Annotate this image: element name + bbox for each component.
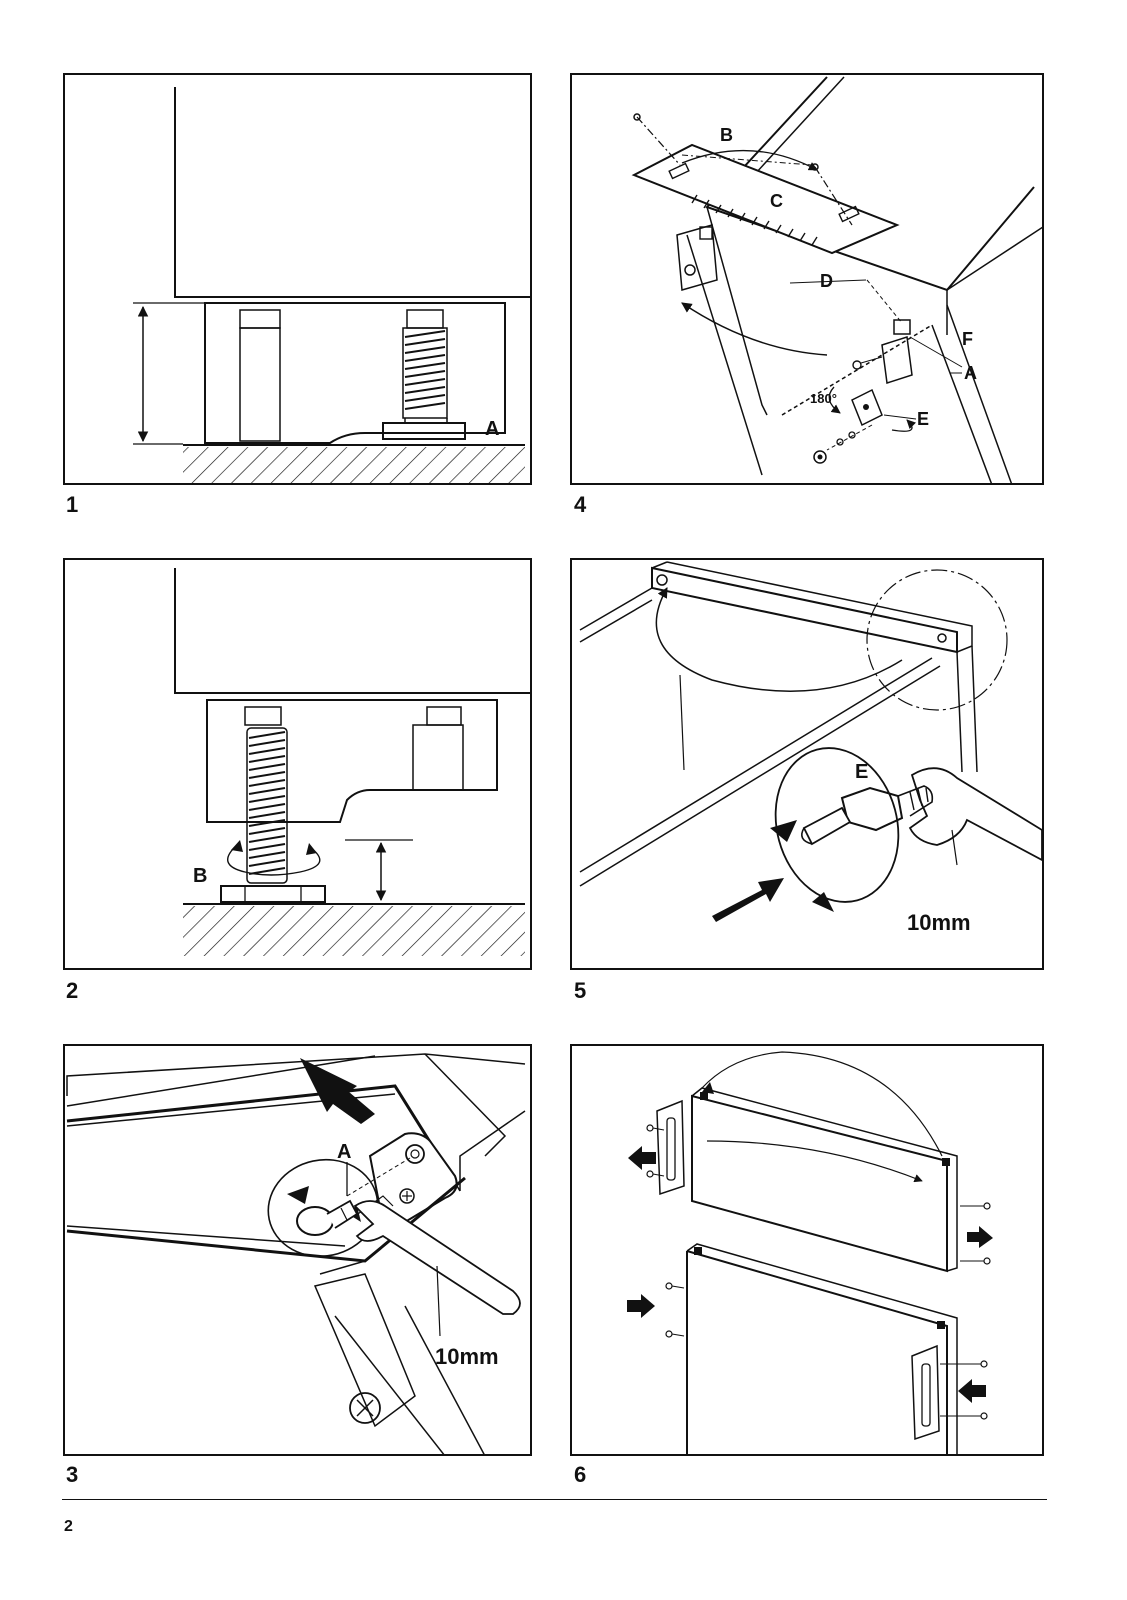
figure-5-drawing: E 10mm — [572, 560, 1044, 970]
figure-2: B — [63, 558, 532, 970]
figure-4-number: 4 — [574, 494, 586, 516]
fig3-label-a: A — [337, 1141, 351, 1163]
fig4-label-b: B — [720, 125, 733, 145]
figure-6 — [570, 1044, 1044, 1456]
figure-6-number: 6 — [574, 1464, 586, 1486]
figure-5: E 10mm — [570, 558, 1044, 970]
figure-2-number: 2 — [66, 980, 78, 1002]
fig4-label-e: E — [917, 409, 929, 429]
fig4-label-c: C — [770, 191, 783, 211]
figure-1: A — [63, 73, 532, 485]
figure-1-drawing: A — [65, 75, 532, 485]
figure-3-drawing: A 10mm — [65, 1046, 532, 1456]
page-number: 2 — [64, 1518, 73, 1536]
figure-2-drawing: B — [65, 560, 532, 970]
figure-3-number: 3 — [66, 1464, 78, 1486]
fig2-label-b: B — [193, 865, 207, 887]
figure-4: B C D F A E 180° — [570, 73, 1044, 485]
fig1-label-a: A — [485, 418, 499, 440]
footer-rule — [62, 1499, 1047, 1500]
fig4-label-a: A — [964, 363, 977, 383]
fig4-label-f: F — [962, 329, 973, 349]
fig4-label-angle: 180° — [810, 391, 837, 406]
figure-5-number: 5 — [574, 980, 586, 1002]
fig3-label-wrench: 10mm — [435, 1344, 499, 1369]
figure-4-drawing: B C D F A E 180° — [572, 75, 1044, 485]
fig5-label-e: E — [855, 761, 868, 783]
fig5-label-wrench: 10mm — [907, 910, 971, 935]
figure-3: A 10mm — [63, 1044, 532, 1456]
figure-6-drawing — [572, 1046, 1044, 1456]
figure-1-number: 1 — [66, 494, 78, 516]
